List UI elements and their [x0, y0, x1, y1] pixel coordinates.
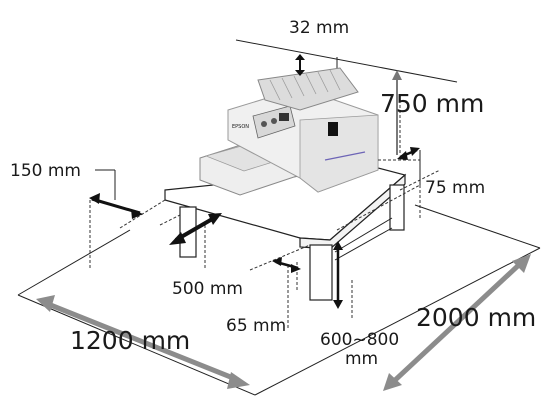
- printer-top-cover: [257, 67, 359, 111]
- panel-button-icon: [271, 118, 277, 124]
- table-top-edge: [299, 173, 406, 250]
- table-leg-front-right: [309, 244, 333, 301]
- label-height-above: 750 mm: [380, 89, 484, 118]
- printer-side-slot: [328, 122, 338, 136]
- label-table-height-1: 600~800: [320, 330, 399, 350]
- label-top-gap: 32 mm: [289, 18, 349, 38]
- printer-brand-badge: EPSON: [232, 124, 249, 130]
- label-table-height-2: mm: [345, 349, 378, 369]
- panel-screen: [279, 113, 289, 121]
- dimension-labels: 32 mm 750 mm 150 mm 75 mm 500 mm 65 mm 6…: [10, 18, 536, 369]
- label-front-depth: 500 mm: [172, 279, 243, 299]
- printer: EPSON: [199, 67, 379, 196]
- table-leg-back-right: [389, 184, 405, 231]
- overall-arrows: [36, 254, 531, 391]
- label-width-total: 1200 mm: [70, 326, 190, 355]
- top-plane-lines: [235, 39, 458, 83]
- label-depth-total: 2000 mm: [416, 303, 536, 332]
- floor-outline: [17, 204, 541, 396]
- label-right-gap: 75 mm: [425, 178, 485, 198]
- label-side-gap: 150 mm: [10, 161, 81, 181]
- power-button-icon: [261, 121, 267, 127]
- label-leg-gap: 65 mm: [226, 316, 286, 336]
- dimension-arrows: [89, 54, 421, 309]
